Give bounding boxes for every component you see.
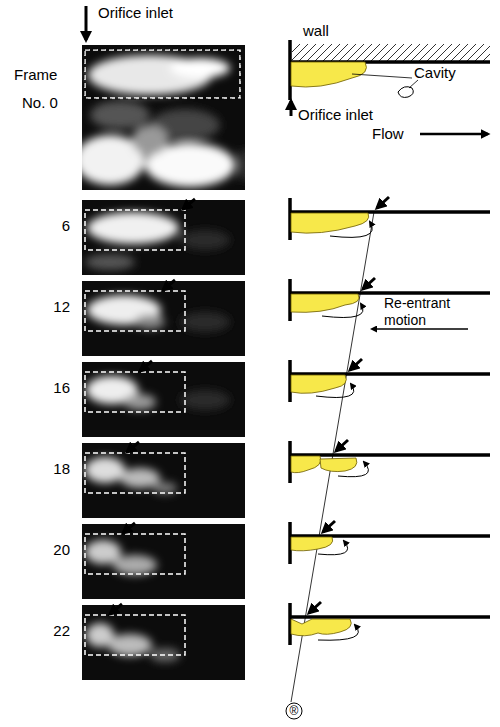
dashed-box bbox=[84, 49, 241, 99]
cavity-blob bbox=[153, 482, 177, 494]
front-arrow bbox=[377, 197, 389, 208]
cavity-blob bbox=[180, 390, 230, 410]
front-arrow bbox=[363, 278, 375, 289]
front-arrow bbox=[110, 604, 122, 614]
cavity-shape bbox=[291, 456, 321, 473]
frame-number: 12 bbox=[30, 298, 70, 315]
photo-frame bbox=[82, 45, 245, 190]
schematic bbox=[289, 40, 490, 134]
leader-line bbox=[352, 74, 412, 78]
wall-label: wall bbox=[303, 22, 329, 39]
leader-line bbox=[409, 80, 418, 88]
cavity-blob bbox=[240, 150, 245, 180]
flow-label: Flow bbox=[372, 125, 404, 142]
schematic bbox=[289, 197, 490, 240]
dashed-box bbox=[85, 291, 185, 331]
dashed-box bbox=[85, 372, 185, 412]
reentrant-arrow bbox=[322, 304, 363, 318]
reentrant-arrow bbox=[316, 384, 354, 398]
cavity-blob bbox=[132, 125, 168, 155]
cavity-blob bbox=[85, 457, 125, 483]
photo-frame bbox=[82, 442, 245, 518]
frame-number: 6 bbox=[30, 217, 70, 234]
photo-background bbox=[82, 443, 245, 518]
cavity-image bbox=[82, 55, 245, 187]
photo-background bbox=[82, 362, 245, 437]
dashed-box bbox=[85, 210, 185, 250]
front-arrow bbox=[123, 523, 135, 533]
dashed-box bbox=[85, 534, 185, 574]
cavity-blob bbox=[170, 58, 230, 78]
cavity-shape bbox=[291, 619, 351, 636]
dashed-box bbox=[85, 453, 185, 493]
symbol-label: ® bbox=[288, 703, 300, 720]
cavity-blob bbox=[124, 394, 156, 410]
frame-number: 16 bbox=[30, 379, 70, 396]
symbol-circle bbox=[286, 703, 302, 719]
photo-frame bbox=[82, 523, 245, 599]
photo-background bbox=[82, 200, 245, 275]
cavity-shape bbox=[398, 87, 413, 98]
reentrant-arrow bbox=[318, 541, 348, 555]
front-arrow bbox=[323, 521, 335, 532]
inlet-label: Orifice inlet bbox=[98, 4, 173, 21]
frame-number: 22 bbox=[30, 622, 70, 639]
schematic bbox=[289, 602, 490, 645]
flow-arrow bbox=[420, 133, 488, 136]
cavity-label: Cavity bbox=[414, 64, 456, 81]
photo-background bbox=[82, 524, 245, 599]
frame-number: No. 0 bbox=[22, 94, 58, 111]
photo-frame bbox=[82, 199, 245, 275]
reentrant-arrow bbox=[372, 328, 468, 330]
frame-label: Frame bbox=[14, 66, 57, 83]
frame-number: 20 bbox=[30, 541, 70, 558]
inlet-arrow bbox=[290, 101, 293, 116]
photo-background bbox=[82, 281, 245, 356]
inlet-label: Orifice inlet bbox=[298, 106, 373, 123]
cavity-shape bbox=[291, 294, 359, 312]
schematic bbox=[289, 440, 490, 483]
cavity-blob bbox=[85, 254, 135, 270]
cavity-blob bbox=[90, 101, 150, 129]
front-arrow bbox=[140, 361, 152, 371]
cavity-shape bbox=[320, 458, 357, 472]
motion-label: Re-entrant motion bbox=[384, 295, 474, 329]
cavity-blob bbox=[180, 312, 230, 332]
cavity-shape bbox=[291, 213, 369, 233]
front-arrow bbox=[127, 442, 139, 452]
schematic bbox=[289, 521, 490, 564]
photo-frame bbox=[82, 604, 245, 680]
front-arrow bbox=[309, 602, 321, 613]
reentrant-arrow bbox=[318, 625, 358, 640]
photo-frame bbox=[82, 361, 245, 437]
wall-line bbox=[289, 615, 490, 619]
reentrant-arrow bbox=[330, 222, 372, 237]
frame-number: 18 bbox=[30, 460, 70, 477]
cavity-blob bbox=[120, 468, 160, 488]
schematic bbox=[289, 278, 490, 329]
photo-background bbox=[82, 605, 245, 680]
front-arrow bbox=[163, 280, 175, 290]
cavity-shape bbox=[291, 537, 333, 551]
wall-hatch bbox=[292, 44, 490, 62]
inlet-arrow bbox=[85, 6, 88, 40]
cavity-shape bbox=[291, 375, 346, 393]
cavity-blob bbox=[108, 634, 152, 656]
photo-frame bbox=[82, 280, 245, 356]
front-arrow bbox=[350, 359, 362, 370]
dashed-box bbox=[85, 50, 240, 98]
schematic bbox=[289, 359, 490, 402]
trace-line bbox=[291, 212, 374, 702]
cavity-blob bbox=[87, 212, 179, 244]
cavity-blob bbox=[113, 555, 157, 575]
front-arrow bbox=[183, 199, 195, 209]
cavity-blob bbox=[180, 230, 230, 250]
front-arrow bbox=[336, 440, 348, 451]
reentrant-arrow bbox=[338, 462, 368, 477]
cavity-blob bbox=[135, 315, 165, 329]
dashed-box bbox=[85, 615, 185, 655]
